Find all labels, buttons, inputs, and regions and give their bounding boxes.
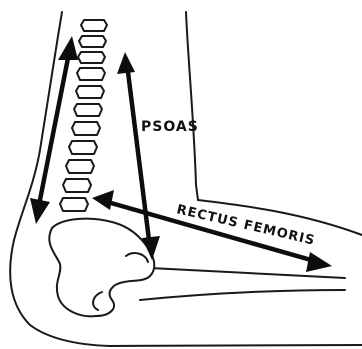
vertebra [72,122,100,135]
vertebra [77,68,105,80]
vertebra [79,36,106,47]
vertebra [78,52,105,63]
vertebra [81,20,107,31]
front-outline [186,12,198,200]
vertebra [74,104,102,116]
psoas-label: PSOAS [141,119,199,135]
femur-shaft-bottom [140,290,345,300]
vertebra [63,179,91,192]
vertebra [69,141,97,154]
vertebra [66,160,94,173]
vertebra [76,86,104,98]
pelvis-bone [49,219,154,317]
vertebra [60,198,88,211]
